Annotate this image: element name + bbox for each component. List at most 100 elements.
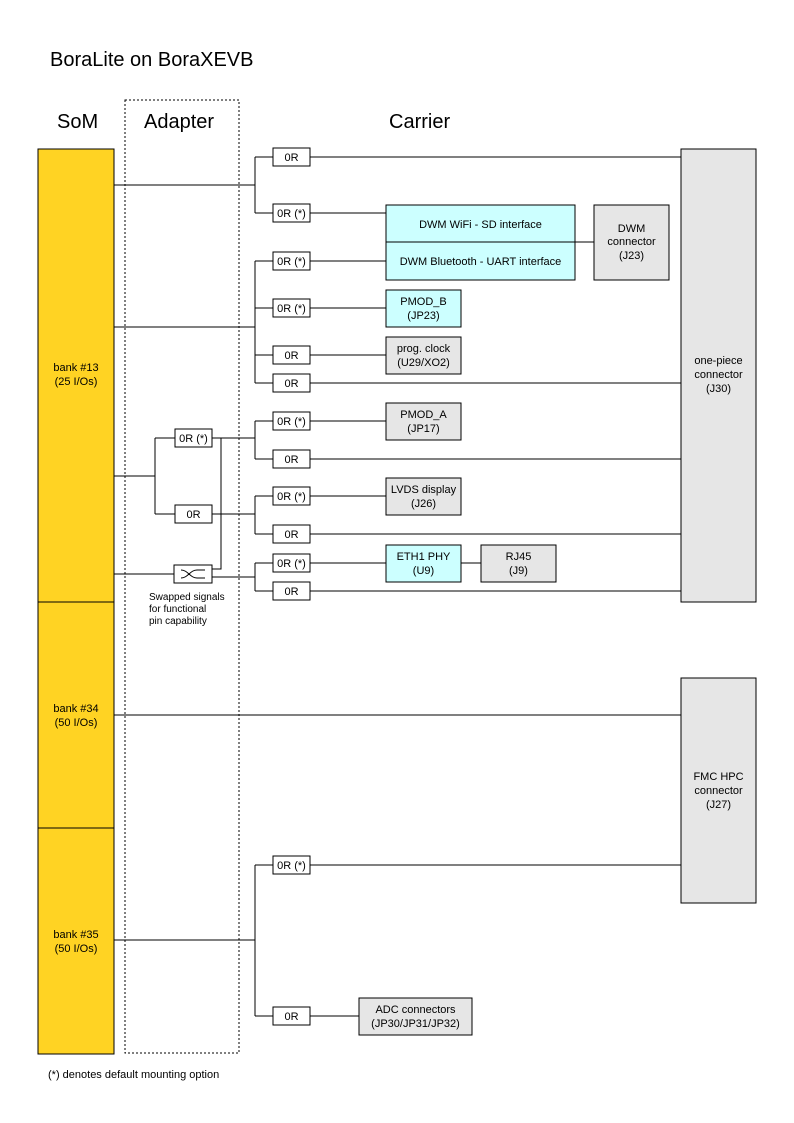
resistor-label: 0R <box>284 586 298 598</box>
resistor-box <box>272 373 311 393</box>
dwm-connector-block <box>593 204 670 281</box>
eth-phy-block <box>385 544 462 583</box>
eth-phy-line1: ETH1 PHY <box>397 551 451 563</box>
dwm-wifi-label: DWM WiFi - SD interface <box>419 219 542 231</box>
resistors: 0R 0R (*) 0R (*) 0R (*) 0R 0R 0R (*) 0R … <box>174 147 311 1026</box>
pmod-a-block <box>385 402 462 441</box>
bank-34-block <box>37 601 115 829</box>
column-header-carrier: Carrier <box>389 111 450 133</box>
resistor-box <box>272 449 311 469</box>
rj45-line1: RJ45 <box>506 551 532 563</box>
bank-35-ios: (50 I/Os) <box>55 943 98 955</box>
dwm-connector-line1: DWM <box>618 223 646 235</box>
bank-13-ios: (25 I/Os) <box>55 376 98 388</box>
resistor-label: 0R (*) <box>277 860 306 872</box>
connection-lines <box>114 156 681 1017</box>
som-banks: bank #13 (25 I/Os) bank #34 (50 I/Os) ba… <box>37 148 115 1055</box>
pmod-a-line1: PMOD_A <box>400 409 447 421</box>
rj45: RJ45 (J9) <box>480 544 557 583</box>
adc-line2: (JP30/JP31/JP32) <box>371 1018 460 1030</box>
dwm-interface-block: DWM WiFi - SD interface DWM Bluetooth - … <box>385 204 576 281</box>
resistor-box <box>272 298 311 318</box>
adc-connectors: ADC connectors (JP30/JP31/JP32) <box>358 997 473 1036</box>
rj45-block <box>480 544 557 583</box>
column-header-som: SoM <box>57 111 98 133</box>
rj45-line2: (J9) <box>509 565 528 577</box>
pmod-a-line2: (JP17) <box>407 423 439 435</box>
resistor-box <box>272 345 311 365</box>
resistor-label: 0R (*) <box>277 558 306 570</box>
lvds-line1: LVDS display <box>391 484 457 496</box>
resistor-box <box>272 411 311 431</box>
adc-block <box>358 997 473 1036</box>
dwm-connector: DWM connector (J23) <box>593 204 670 281</box>
bank-34-label: bank #34 <box>53 703 98 715</box>
dwm-connector-line3: (J23) <box>619 250 644 262</box>
one-piece-line3: (J30) <box>706 383 731 395</box>
resistor-box <box>272 553 311 573</box>
bank-35-block <box>37 827 115 1055</box>
lvds-display: LVDS display (J26) <box>385 477 462 516</box>
resistor-box <box>272 1006 311 1026</box>
resistor-label: 0R <box>284 454 298 466</box>
bank-35-label: bank #35 <box>53 929 98 941</box>
lvds-line2: (J26) <box>411 498 436 510</box>
pmod-a: PMOD_A (JP17) <box>385 402 462 441</box>
pmod-b-block <box>385 289 462 328</box>
lvds-block <box>385 477 462 516</box>
resistor-box <box>272 855 311 875</box>
resistor-box <box>272 203 311 223</box>
eth-phy: ETH1 PHY (U9) <box>385 544 462 583</box>
prog-clock-line2: (U29/XO2) <box>397 357 450 369</box>
pmod-b-line2: (JP23) <box>407 310 439 322</box>
resistor-label: 0R (*) <box>277 256 306 268</box>
dwm-connector-line2: connector <box>607 236 656 248</box>
resistor-label: 0R <box>284 378 298 390</box>
pmod-b-line1: PMOD_B <box>400 296 446 308</box>
resistor-box <box>272 147 311 167</box>
prog-clock-block <box>385 336 462 375</box>
resistor-label: 0R (*) <box>277 491 306 503</box>
adapter-region <box>124 99 240 1054</box>
fmc-hpc-connector: FMC HPC connector (J27) <box>680 677 757 904</box>
prog-clock-line1: prog. clock <box>397 343 451 355</box>
one-piece-connector: one-piece connector (J30) <box>680 148 757 603</box>
resistor-label: 0R (*) <box>277 416 306 428</box>
resistor-box <box>174 504 213 524</box>
swap-note-line3: pin capability <box>149 616 207 627</box>
bank-34-ios: (50 I/Os) <box>55 717 98 729</box>
resistor-label: 0R <box>284 350 298 362</box>
resistor-label: 0R (*) <box>277 208 306 220</box>
resistor-box <box>272 486 311 506</box>
fmc-hpc-line3: (J27) <box>706 799 731 811</box>
swap-crossing-icon <box>180 569 205 579</box>
resistor-box <box>272 251 311 271</box>
dwm-bluetooth-label: DWM Bluetooth - UART interface <box>400 256 562 268</box>
bank-13-label: bank #13 <box>53 362 98 374</box>
swap-note-line2: for functional <box>149 604 206 615</box>
one-piece-block <box>680 148 757 603</box>
prog-clock: prog. clock (U29/XO2) <box>385 336 462 375</box>
adc-line1: ADC connectors <box>375 1004 456 1016</box>
footnote: (*) denotes default mounting option <box>48 1069 219 1081</box>
resistor-label: 0R (*) <box>277 303 306 315</box>
pmod-b: PMOD_B (JP23) <box>385 289 462 328</box>
one-piece-line1: one-piece <box>694 355 742 367</box>
one-piece-line2: connector <box>694 369 743 381</box>
diagram-title: BoraLite on BoraXEVB <box>50 49 253 71</box>
fmc-hpc-block <box>680 677 757 904</box>
resistor-label: 0R <box>284 152 298 164</box>
resistor-box <box>174 428 213 448</box>
resistor-label: 0R <box>284 1011 298 1023</box>
fmc-hpc-line1: FMC HPC <box>693 771 743 783</box>
swap-note-line1: Swapped signals <box>149 592 225 603</box>
resistor-label: 0R <box>186 509 200 521</box>
column-header-adapter: Adapter <box>144 111 214 133</box>
resistor-label: 0R <box>284 529 298 541</box>
resistor-box <box>272 581 311 601</box>
swap-box <box>173 564 213 584</box>
swap-symbol <box>173 564 213 584</box>
resistor-label: 0R (*) <box>179 433 208 445</box>
fmc-hpc-line2: connector <box>694 785 743 797</box>
